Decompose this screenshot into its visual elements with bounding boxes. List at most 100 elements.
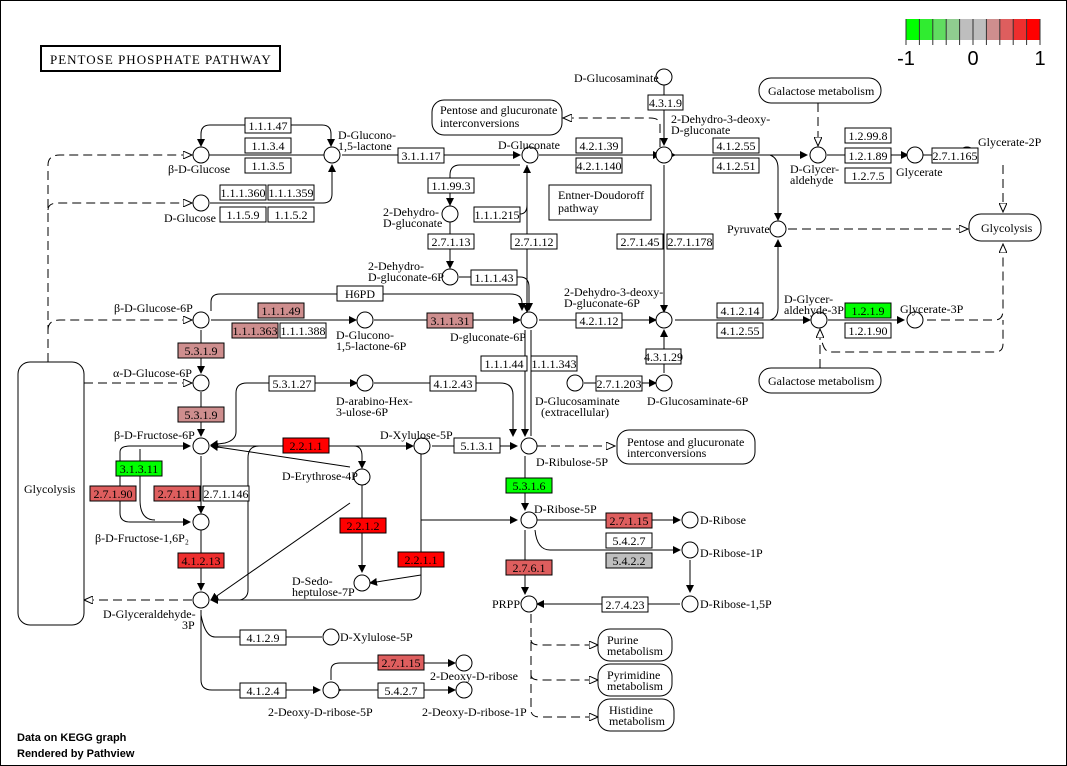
- enzyme-box[interactable]: [244, 117, 292, 134]
- compound-d-ribose-5p[interactable]: [520, 511, 538, 529]
- enzyme-1-1-1-44[interactable]: 1.1.1.44: [480, 355, 528, 372]
- enzyme-4-1-2-9[interactable]: 4.1.2.9: [239, 629, 287, 646]
- compound-b-d-fructose-16p2[interactable]: [192, 513, 210, 531]
- enzyme-4-1-2-43[interactable]: 4.1.2.43: [429, 375, 477, 392]
- map-entner-doudoroff[interactable]: [548, 184, 652, 221]
- enzyme-box[interactable]: [279, 322, 327, 339]
- map-galactose-top[interactable]: [758, 77, 882, 104]
- enzyme-box[interactable]: [844, 147, 892, 164]
- enzyme-box[interactable]: [177, 552, 225, 569]
- enzyme-5-3-1-6[interactable]: 5.3.1.6: [505, 477, 553, 494]
- enzyme-box[interactable]: [231, 322, 279, 339]
- compound-b-d-glucose[interactable]: [192, 146, 210, 164]
- enzyme-1-2-1-90[interactable]: 1.2.1.90: [844, 322, 892, 339]
- enzyme-2-7-6-1[interactable]: 2.7.6.1: [505, 559, 553, 576]
- enzyme-box[interactable]: [267, 184, 315, 201]
- enzyme-box[interactable]: [239, 629, 287, 646]
- enzyme-1-1-1-360[interactable]: 1.1.1.360: [219, 184, 267, 201]
- compound-kdpg[interactable]: [655, 311, 673, 329]
- enzyme-box[interactable]: [844, 302, 892, 319]
- compound-d-ribulose-5p[interactable]: [520, 437, 538, 455]
- enzyme-box[interactable]: [510, 233, 558, 250]
- enzyme-4-1-2-13[interactable]: 4.1.2.13: [177, 552, 225, 569]
- enzyme-2-7-1-15[interactable]: 2.7.1.15: [605, 512, 653, 529]
- enzyme-2-7-1-146[interactable]: 2.7.1.146: [202, 485, 250, 502]
- map-glycolysis-left[interactable]: [17, 361, 85, 626]
- enzyme-2-7-1-203[interactable]: 2.7.1.203: [595, 375, 643, 392]
- enzyme-box[interactable]: [601, 596, 649, 613]
- enzyme-5-4-2-2[interactable]: 5.4.2.2: [605, 552, 653, 569]
- enzyme-box[interactable]: [219, 206, 267, 223]
- enzyme-4-1-2-4[interactable]: 4.1.2.4: [239, 682, 287, 699]
- compound-d-gluconate-6p[interactable]: [520, 311, 538, 329]
- compound-glycerate-3p[interactable]: [906, 311, 924, 329]
- compound-d-glucono-lactone[interactable]: [323, 146, 341, 164]
- enzyme-5-3-1-9[interactable]: 5.3.1.9: [177, 406, 225, 423]
- enzyme-box[interactable]: [844, 167, 892, 184]
- enzyme-1-2-7-5[interactable]: 1.2.7.5: [844, 167, 892, 184]
- compound-a-d-glucose-6p[interactable]: [192, 374, 210, 392]
- enzyme-4-1-2-14[interactable]: 4.1.2.14: [716, 302, 764, 319]
- compound-d-glucosaminate-6p[interactable]: [655, 374, 673, 392]
- compound-prpp[interactable]: [520, 595, 538, 613]
- enzyme-1-1-1-388[interactable]: 1.1.1.388: [279, 322, 327, 339]
- enzyme-4-3-1-29[interactable]: 4.3.1.29: [644, 348, 683, 365]
- enzyme-box[interactable]: [239, 682, 287, 699]
- enzyme-1-1-1-363[interactable]: 1.1.1.363: [231, 322, 279, 339]
- enzyme-2-7-1-178[interactable]: 2.7.1.178: [666, 233, 714, 250]
- enzyme-box[interactable]: [575, 312, 623, 329]
- enzyme-2-2-1-1[interactable]: 2.2.1.1: [397, 551, 445, 568]
- enzyme-5-3-1-9[interactable]: 5.3.1.9: [177, 342, 225, 359]
- compound-d-ribose-1p[interactable]: [681, 541, 699, 559]
- enzyme-box[interactable]: [470, 269, 518, 286]
- compound-b-d-glucose-6p[interactable]: [192, 311, 210, 329]
- enzyme-2-2-1-2[interactable]: 2.2.1.2: [339, 517, 387, 534]
- compound-glycerate[interactable]: [906, 146, 924, 164]
- enzyme-4-1-2-51[interactable]: 4.1.2.51: [712, 157, 760, 174]
- enzyme-box[interactable]: [480, 355, 528, 372]
- enzyme-box[interactable]: [244, 137, 292, 154]
- enzyme-1-1-1-359[interactable]: 1.1.1.359: [267, 184, 315, 201]
- enzyme-4-3-1-9[interactable]: 4.3.1.9: [647, 94, 684, 111]
- enzyme-box[interactable]: [605, 552, 653, 569]
- enzyme-box[interactable]: [115, 460, 163, 477]
- enzyme-1-1-5-9[interactable]: 1.1.5.9: [219, 206, 267, 223]
- enzyme-1-2-1-89[interactable]: 1.2.1.89: [844, 147, 892, 164]
- enzyme-box[interactable]: [336, 285, 384, 302]
- enzyme-box[interactable]: [397, 551, 445, 568]
- enzyme-box[interactable]: [605, 532, 653, 549]
- enzyme-2-7-1-12[interactable]: 2.7.1.12: [510, 233, 558, 250]
- enzyme-box[interactable]: [377, 654, 425, 671]
- enzyme-5-4-2-7[interactable]: 5.4.2.7: [605, 532, 653, 549]
- compound-d-glyceraldehyde-3p[interactable]: [192, 591, 210, 609]
- enzyme-1-1-1-47[interactable]: 1.1.1.47: [244, 117, 292, 134]
- enzyme-1-1-3-5[interactable]: 1.1.3.5: [244, 157, 292, 174]
- enzyme-box[interactable]: [505, 477, 553, 494]
- enzyme-box[interactable]: [595, 375, 643, 392]
- compound-pyruvate[interactable]: [769, 220, 787, 238]
- enzyme-box[interactable]: [575, 137, 623, 154]
- enzyme-box[interactable]: [89, 485, 137, 502]
- compound-d-ribose-15p[interactable]: [681, 595, 699, 613]
- enzyme-box[interactable]: [268, 375, 316, 392]
- compound-d-glucose[interactable]: [192, 194, 210, 212]
- enzyme-box[interactable]: [647, 94, 684, 111]
- enzyme-box[interactable]: [931, 147, 979, 164]
- compound-d-gluconate[interactable]: [521, 146, 539, 164]
- enzyme-4-1-2-55[interactable]: 4.1.2.55: [716, 322, 764, 339]
- enzyme-1-1-99-3[interactable]: 1.1.99.3: [427, 177, 475, 194]
- enzyme-box[interactable]: [666, 233, 714, 250]
- enzyme-5-1-3-1[interactable]: 5.1.3.1: [453, 437, 501, 454]
- compound-d-glyceraldehyde-3p-top[interactable]: [810, 311, 828, 329]
- enzyme-box[interactable]: [202, 485, 250, 502]
- map-purine[interactable]: [597, 628, 673, 662]
- enzyme-box[interactable]: [377, 682, 425, 699]
- enzyme-box[interactable]: [426, 312, 474, 329]
- enzyme-2-7-1-165[interactable]: 2.7.1.165: [931, 147, 979, 164]
- compound-2-deoxy-d-ribose-5p[interactable]: [322, 681, 340, 699]
- enzyme-box[interactable]: [645, 348, 682, 365]
- enzyme-box[interactable]: [473, 206, 521, 223]
- enzyme-box[interactable]: [244, 157, 292, 174]
- compound-2-deoxy-d-ribose-1p[interactable]: [455, 681, 473, 699]
- enzyme-box[interactable]: [282, 437, 330, 454]
